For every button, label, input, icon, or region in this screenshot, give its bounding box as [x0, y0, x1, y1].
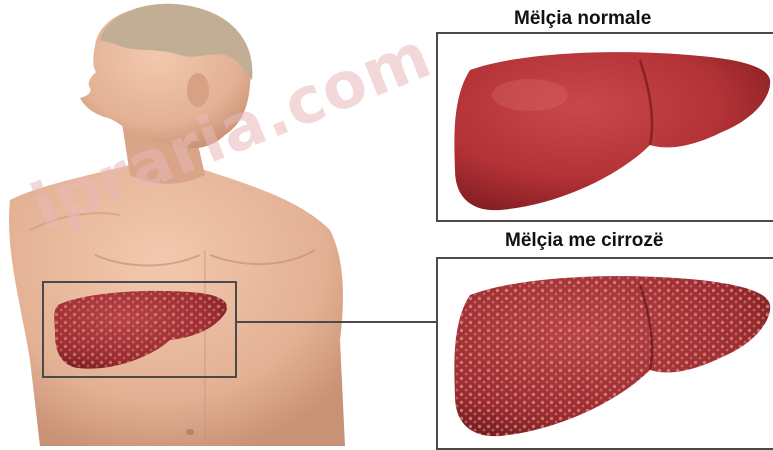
normal-liver-panel	[436, 32, 773, 222]
cirrhosis-liver-panel	[436, 257, 773, 450]
normal-liver-label: Mëlçia normale	[514, 8, 651, 30]
cirrhosis-liver-label: Mëlçia me cirrozë	[505, 230, 663, 252]
